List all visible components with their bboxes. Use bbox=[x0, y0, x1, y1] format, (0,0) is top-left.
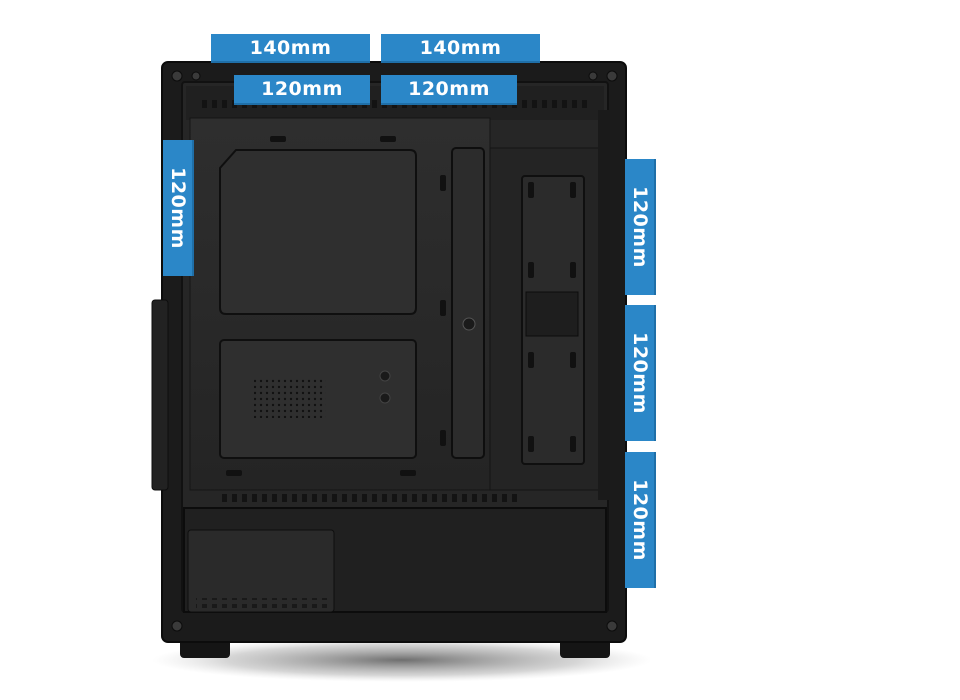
front-fan-rail bbox=[598, 110, 610, 500]
psu-bay bbox=[187, 529, 335, 613]
label-text: 120mm bbox=[261, 78, 343, 100]
front-fan-120mm-label-2: 120mm bbox=[625, 305, 656, 441]
rear-fan-120mm-label: 120mm bbox=[163, 140, 194, 276]
front-fan-120mm-label-1: 120mm bbox=[625, 159, 656, 295]
label-text: 120mm bbox=[408, 78, 490, 100]
label-text: 120mm bbox=[628, 479, 651, 561]
front-fan-120mm-label-3: 120mm bbox=[625, 452, 656, 588]
case-shadow bbox=[152, 638, 652, 682]
label-text: 120mm bbox=[628, 332, 651, 414]
label-text: 140mm bbox=[249, 36, 332, 59]
label-text: 120mm bbox=[166, 167, 189, 249]
top-fan-140mm-right-label: 140mm bbox=[381, 34, 540, 63]
psu-shroud-vents bbox=[220, 494, 520, 506]
label-text: 120mm bbox=[628, 186, 651, 268]
top-fan-120mm-right-label: 120mm bbox=[381, 75, 517, 105]
cpu-cutout bbox=[219, 149, 417, 315]
label-text: 140mm bbox=[419, 36, 502, 59]
lower-vents bbox=[254, 378, 326, 418]
cable-routing-column bbox=[451, 147, 485, 459]
top-fan-140mm-left-label: 140mm bbox=[211, 34, 370, 63]
top-fan-120mm-left-label: 120mm bbox=[234, 75, 370, 105]
rear-panel bbox=[151, 299, 169, 491]
